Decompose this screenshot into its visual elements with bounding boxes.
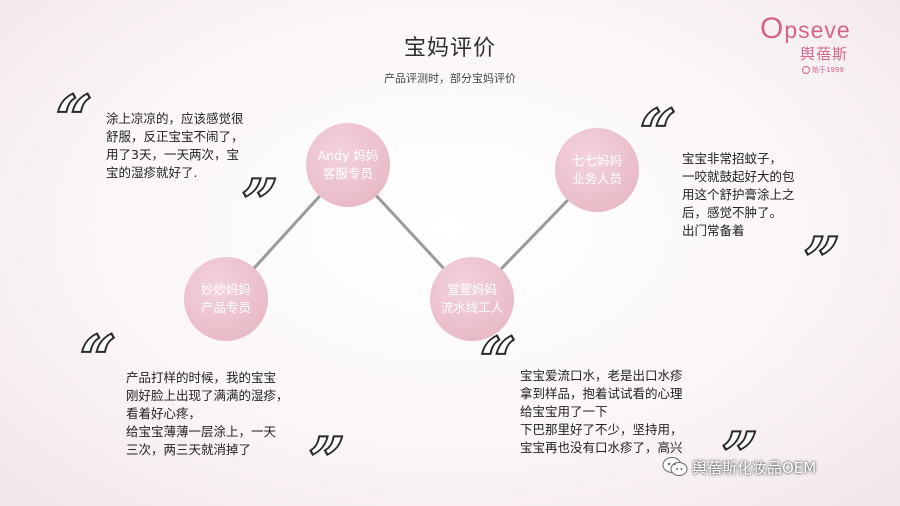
brand-rest: pseve [784, 17, 851, 43]
play-icon [802, 66, 810, 74]
brand-logo: Opseve 舆蓓斯 始于1999 [760, 12, 890, 82]
page-subtitle: 产品评测时，部分宝妈评价 [384, 72, 516, 85]
reviewer-circle-miaomiao: 妙妙妈妈 产品专员 [184, 257, 268, 341]
review-text-xuanxuan: 宝宝爱流口水，老是出口水疹 拿到样品，抱着试试看的心理 给宝宝用了一下 下巴那里… [520, 368, 683, 455]
reviewer-circle-andy: Andy 妈妈 客服专员 [306, 123, 390, 207]
brand-name-cn: 舆蓓斯 [800, 45, 849, 63]
reviewer-role: 产品专员 [200, 300, 251, 315]
reviewer-name: 七七妈妈 [571, 153, 622, 168]
brand-name: Opseve [760, 12, 890, 46]
reviewer-role: 客服专员 [322, 166, 373, 181]
brand-since: 始于1999 [802, 65, 890, 75]
chat-icon [662, 457, 688, 476]
reviewer-circle-xuanxuan: 宣萱妈妈 流水线工人 [430, 257, 514, 341]
brand-since-text: 始于1999 [812, 66, 844, 74]
reviewer-circle-qiqi: 七七妈妈 业务人员 [555, 128, 639, 212]
watermark: 舆蓓斯化妆品OEM [662, 456, 816, 478]
reviewer-name: 妙妙妈妈 [200, 282, 251, 297]
review-text-miaomiao: 产品打样的时候，我的宝宝 刚好脸上出现了满满的湿疹， 看着好心疼， 给宝宝薄薄一… [126, 370, 289, 457]
reviewer-name: 宣萱妈妈 [446, 282, 497, 297]
page-title: 宝妈评价 [403, 36, 496, 61]
brand-initial: O [760, 12, 785, 45]
watermark-text: 舆蓓斯化妆品OEM [692, 458, 817, 477]
review-text-andy: 涂上凉凉的，应该感觉很 舒服，反正宝宝不闹了， 用了3天，一天两次，宝 宝的湿疹… [106, 111, 244, 180]
reviewer-name: Andy 妈妈 [317, 148, 379, 163]
review-text-qiqi: 宝宝非常招蚊子， 一咬就鼓起好大的包 用这个舒护膏涂上之 后，感觉不肿了。 出门… [682, 151, 795, 238]
reviewer-role: 流水线工人 [440, 300, 504, 315]
reviewer-role: 业务人员 [571, 171, 622, 186]
